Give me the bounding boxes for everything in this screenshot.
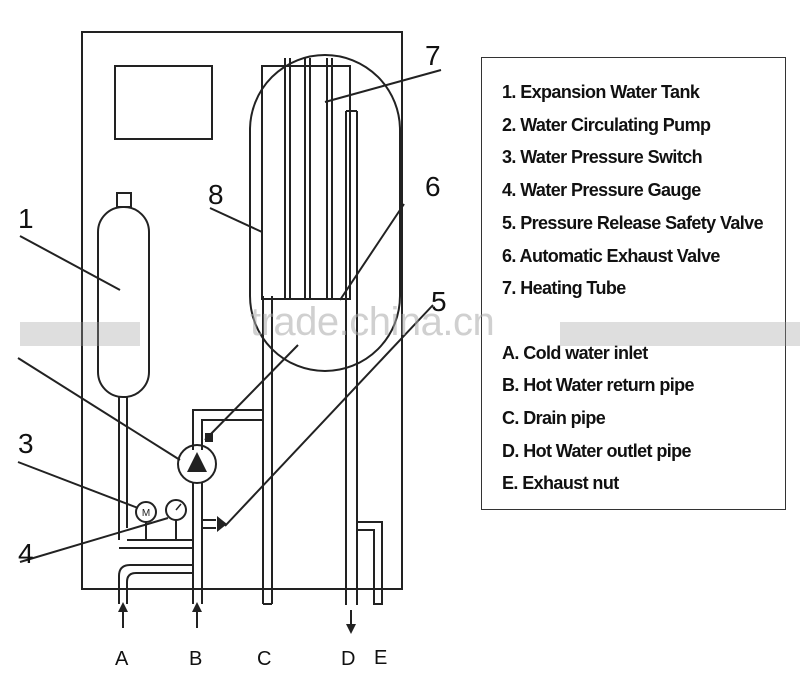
arrow-down-d-icon	[346, 624, 356, 634]
legend-item-3: 3. Water Pressure Switch	[502, 147, 703, 167]
arrow-up-b-icon	[192, 602, 202, 612]
exhaust-pipe-e	[357, 521, 383, 605]
callout-7: 7	[425, 40, 441, 71]
expansion-tank	[97, 206, 150, 398]
circulating-pump	[177, 444, 217, 484]
cabinet-outline	[81, 31, 403, 590]
callout-6: 6	[425, 171, 441, 202]
callout-5: 5	[431, 286, 447, 317]
pressure-switch-letter: M	[142, 508, 150, 519]
legend-item-a: A. Cold water inlet	[502, 343, 648, 363]
legend-item-5: 5. Pressure Release Safety Valve	[502, 213, 764, 233]
callout-1: 1	[18, 203, 34, 234]
safety-valve-icon	[217, 516, 227, 532]
port-label-d: D	[341, 648, 356, 670]
gauge-needle-icon	[175, 503, 182, 511]
legend-item-b: B. Hot Water return pipe	[502, 375, 695, 395]
pump-triangle-icon	[187, 452, 207, 472]
legend-item-7: 7. Heating Tube	[502, 278, 626, 298]
watermark-text: trade.china.cn	[250, 300, 495, 344]
port-label-b: B	[189, 648, 203, 670]
legend-box: 1. Expansion Water Tank 2. Water Circula…	[481, 57, 786, 510]
legend-item-6: 6. Automatic Exhaust Valve	[502, 246, 720, 266]
port-label-a: A	[115, 648, 129, 670]
control-panel-window	[114, 65, 213, 140]
port-label-c: C	[257, 648, 272, 670]
port-label-e: E	[374, 647, 388, 669]
legend-item-2: 2. Water Circulating Pump	[502, 115, 711, 135]
legend-item-c: C. Drain pipe	[502, 408, 606, 428]
legend-item-1: 1. Expansion Water Tank	[502, 82, 700, 102]
legend-item-4: 4. Water Pressure Gauge	[502, 180, 701, 200]
callout-3: 3	[18, 428, 34, 459]
exhaust-valve-icon	[205, 433, 213, 442]
inlet-pipe-a	[118, 564, 193, 604]
callout-8: 8	[208, 179, 224, 210]
legend-item-d: D. Hot Water outlet pipe	[502, 441, 692, 461]
arrow-up-a-icon	[118, 602, 128, 612]
watermark-bar-right	[560, 322, 800, 346]
watermark-bar-left	[20, 322, 140, 346]
callout-4: 4	[18, 538, 34, 569]
legend-item-e: E. Exhaust nut	[502, 473, 619, 493]
expansion-tank-cap	[116, 192, 132, 208]
